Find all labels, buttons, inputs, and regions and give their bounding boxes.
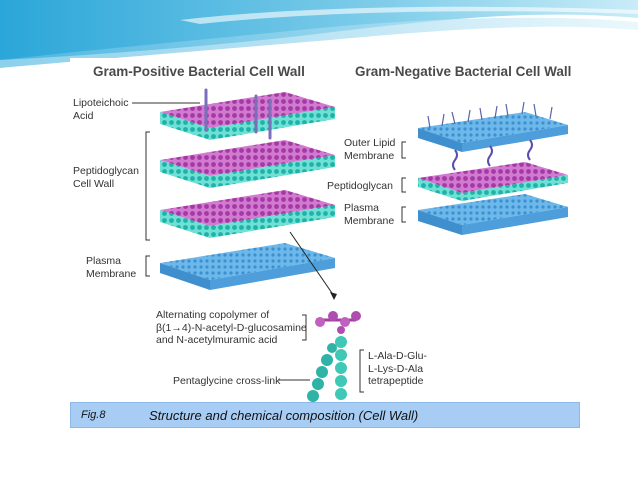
lipoteichoic-acid-line-2: Acid: [73, 109, 94, 122]
gp-peptidoglycan-line-1: Peptidoglycan: [73, 165, 139, 177]
gp-plasma-membrane-label: Plasma Membrane: [86, 255, 136, 280]
figure-caption-bar: Fig.8 Structure and chemical composition…: [70, 402, 580, 428]
gn-lipoprotein-links: [452, 139, 533, 171]
header-swoosh-light: [0, 17, 638, 69]
gn-plasma-membrane: [418, 194, 568, 235]
gram-positive-title: Gram-Positive Bacterial Cell Wall: [93, 64, 305, 79]
copolymer-label: Alternating copolymer of β(1→4)-N-acetyl…: [156, 309, 307, 347]
figure-caption-text: Structure and chemical composition (Cell…: [149, 408, 419, 423]
tetrapeptide-label: L-Ala-D-Glu- L-Lys-D-Ala tetrapeptide: [368, 350, 427, 388]
gp-plasma-membrane: [160, 243, 335, 290]
header-swoosh-thin: [180, 6, 638, 25]
gp-plasma-line-1: Plasma: [86, 255, 122, 267]
copolymer-line-1: Alternating copolymer of: [156, 309, 270, 321]
outer-lipid-line-1: Outer Lipid: [344, 137, 396, 149]
lipopolysaccharide-chains: [427, 101, 553, 129]
tetrapeptide-line-1: L-Ala-D-Glu-: [368, 350, 427, 362]
gp-label-leaders: [132, 102, 200, 277]
gp-peptidoglycan-line-2: Cell Wall: [73, 177, 115, 190]
gn-plasma-line-2: Membrane: [344, 214, 395, 227]
gn-outer-lipid-membrane: [418, 112, 568, 152]
outer-lipid-membrane-label: Outer Lipid Membrane: [344, 137, 395, 162]
glycan-chain-molecule: [315, 311, 361, 334]
lipoteichoic-acid-label: Lipoteichoic Acid: [73, 97, 128, 122]
tetrapeptide-chain: [335, 336, 347, 400]
gp-peptidoglycan-layer-2: [160, 140, 335, 188]
gn-plasma-membrane-label: Plasma Membrane: [344, 202, 394, 227]
gp-plasma-line-2: Membrane: [86, 267, 137, 280]
pentaglycine-crosslink: [307, 343, 337, 402]
tetrapeptide-line-3: tetrapeptide: [368, 375, 424, 387]
outer-lipid-line-2: Membrane: [344, 149, 395, 162]
gn-plasma-line-1: Plasma: [344, 202, 380, 214]
gp-peptidoglycan-layer-3: [160, 190, 335, 238]
pentaglycine-label: Pentaglycine cross-link: [173, 375, 281, 387]
gram-negative-title: Gram-Negative Bacterial Cell Wall: [355, 64, 572, 79]
gn-label-brackets: [401, 141, 406, 223]
tetrapeptide-line-2: L-Lys-D-Ala: [368, 362, 424, 375]
gn-peptidoglycan-label: Peptidoglycan: [327, 180, 393, 193]
lipoteichoic-acid-line-1: Lipoteichoic: [73, 97, 129, 109]
detail-label-leaders: [278, 314, 364, 393]
figure-number: Fig.8: [81, 409, 106, 421]
gp-peptidoglycan-label: Peptidoglycan Cell Wall: [73, 165, 139, 190]
gn-peptidoglycan-layer: [418, 162, 568, 201]
copolymer-line-3: and N-acetylmuramic acid: [156, 334, 278, 346]
lipoteichoic-acid-rods: [204, 88, 272, 140]
zoom-arrowhead: [330, 292, 337, 300]
copolymer-line-2: β(1→4)-N-acetyl-D-glucosamine: [156, 321, 307, 334]
gn-peptidoglycan-line: Peptidoglycan: [327, 180, 393, 192]
gp-peptidoglycan-layer-1: [160, 92, 335, 140]
zoom-arrow: [289, 231, 335, 297]
